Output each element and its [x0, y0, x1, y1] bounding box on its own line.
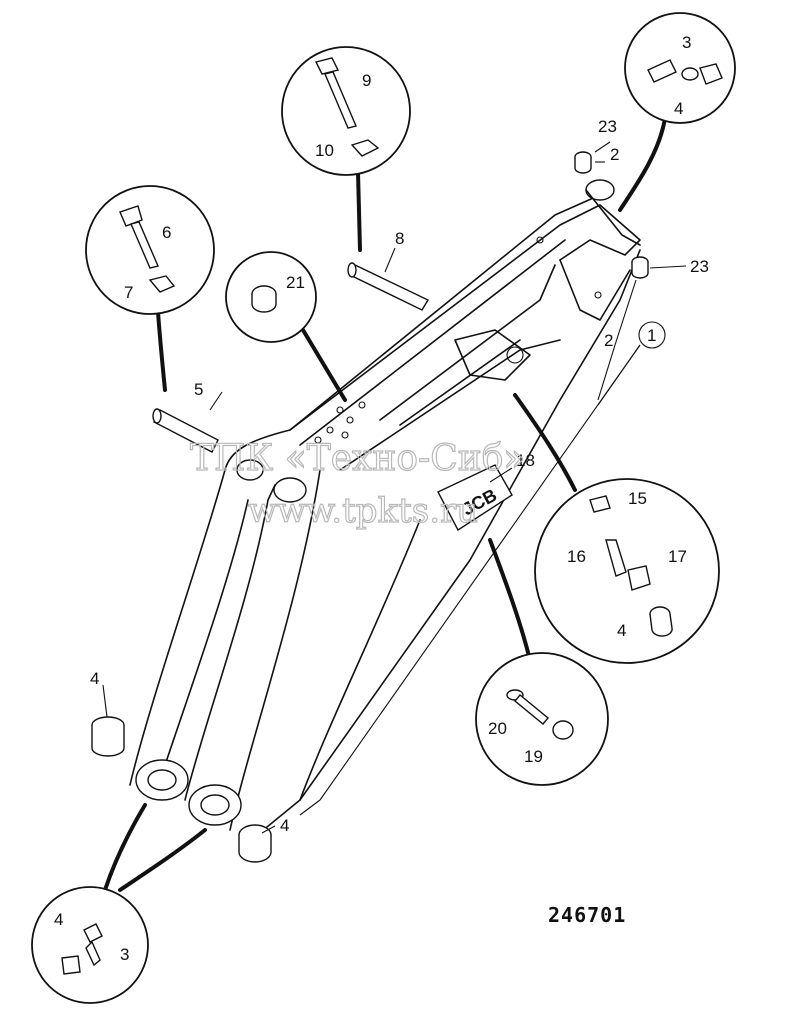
- pin-5: [152, 408, 219, 453]
- watermark-line1: ТПК «Техно-Сиб»: [190, 438, 525, 479]
- detail-circle-grease-mid: 15 16 17 4: [513, 393, 720, 664]
- callout-4-lower: 4: [280, 816, 289, 835]
- detail-circle-grease-top: 3 4: [618, 12, 736, 212]
- callout-3-top: 3: [682, 33, 691, 52]
- callout-7: 7: [124, 283, 133, 302]
- callout-8: 8: [395, 229, 404, 248]
- bush-4-left: [91, 716, 125, 757]
- callout-23-side: 23: [690, 257, 709, 276]
- pin-8: [347, 262, 429, 311]
- callout-20: 20: [488, 719, 507, 738]
- callout-19: 19: [524, 747, 543, 766]
- bush-4-bottom: [238, 824, 272, 863]
- callout-6: 6: [162, 223, 171, 242]
- bush-2-23-side: [631, 256, 649, 279]
- detail-circle-plug-21: 21: [225, 251, 347, 402]
- callout-18: 18: [516, 451, 535, 470]
- detail-circle-rivet: 20 19: [475, 538, 609, 786]
- callout-21: 21: [286, 273, 305, 292]
- callout-4-bottom: 4: [54, 910, 63, 929]
- callout-9: 9: [362, 71, 371, 90]
- detail-circle-grease-bottom: 4 3: [31, 803, 207, 1004]
- callout-17: 17: [668, 547, 687, 566]
- callout-4-left: 4: [90, 669, 99, 688]
- watermark-line2: www.tpkts.ru: [248, 491, 478, 531]
- callout-10: 10: [315, 141, 334, 160]
- drawing-number: 246701: [548, 903, 626, 927]
- callout-3-bottom: 3: [120, 945, 129, 964]
- callout-4-top: 4: [674, 99, 683, 118]
- callout-4-mid: 4: [617, 621, 626, 640]
- callout-23-top: 23: [598, 117, 617, 136]
- detail-circle-bolt-6: 6 7: [85, 185, 215, 392]
- callout-5: 5: [194, 380, 203, 399]
- leaders: [102, 141, 687, 834]
- callout-1: 1: [647, 326, 656, 345]
- callout-15: 15: [628, 489, 647, 508]
- callout-2-side: 2: [604, 331, 613, 350]
- detail-circle-bolt-9: 9 10: [281, 46, 411, 252]
- boom-arm: [129, 179, 641, 846]
- callout-2-top: 2: [610, 145, 619, 164]
- bush-2-23-top: [574, 151, 592, 174]
- callout-16: 16: [567, 547, 586, 566]
